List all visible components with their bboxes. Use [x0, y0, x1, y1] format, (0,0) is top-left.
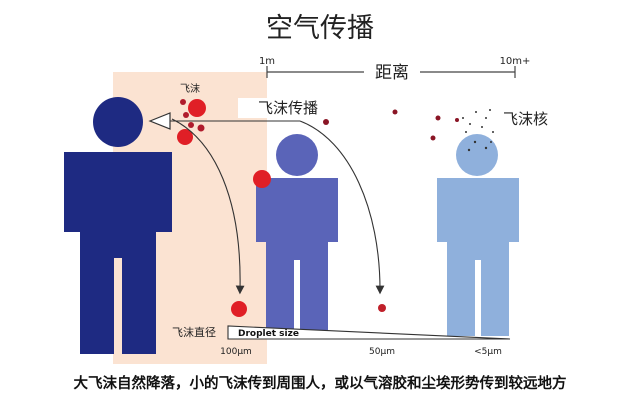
droplet-size-scale: 飞沫直径 Droplet size 100μm 50μm <5μm	[172, 325, 511, 357]
person-mid-head	[276, 134, 318, 176]
distance-scale: 1m 10m+ 距离	[259, 56, 530, 83]
nucleus-speck-12	[490, 141, 492, 143]
person-far-torso	[437, 178, 519, 242]
distance-label: 距离	[375, 63, 409, 83]
nucleus-speck-11	[467, 148, 471, 152]
nucleus-speck-1	[462, 117, 464, 119]
person-mid-left-leg	[266, 256, 294, 336]
size-label-100: 100μm	[220, 347, 252, 357]
nucleus-speck-2	[469, 123, 471, 125]
distance-start-label: 1m	[259, 56, 275, 67]
person-mid-hips	[266, 238, 328, 260]
nucleus-speck-9	[473, 140, 477, 144]
person-far-right-leg	[481, 256, 509, 336]
person-near	[64, 97, 172, 354]
nucleus-speck-8	[492, 131, 494, 133]
droplet-small-1	[180, 99, 186, 105]
droplet-size-en-label: Droplet size	[238, 329, 299, 339]
droplet-reaching-mid	[253, 170, 271, 188]
droplet-small-3	[188, 122, 194, 128]
person-mid-torso	[256, 178, 338, 242]
person-far-left-leg	[447, 256, 475, 336]
person-near-right-leg	[122, 254, 156, 354]
distance-end-label: 10m+	[500, 56, 531, 67]
droplet-large-1	[188, 99, 206, 117]
droplet-nuclei-label: 飞沫核	[503, 110, 548, 128]
nucleus-speck-6	[489, 109, 491, 111]
drift-droplet-2	[392, 109, 398, 115]
page-title: 空气传播	[266, 13, 374, 44]
person-mid-right-leg	[300, 256, 328, 336]
person-mid	[256, 134, 338, 336]
droplet-fallen-large	[231, 301, 247, 317]
droplet-diameter-label: 飞沫直径	[172, 325, 216, 339]
droplet-size-wedge	[227, 325, 511, 340]
size-label-5: <5μm	[474, 347, 502, 357]
size-label-50: 50μm	[369, 347, 395, 357]
trajectory-large-droplet	[171, 118, 245, 295]
droplet-small-2	[183, 112, 189, 118]
person-near-head	[93, 97, 143, 147]
drifting-droplets	[323, 109, 459, 141]
caption: 大飞沫自然降落，小的飞沫传到周围人，或以气溶胶和尘埃形势传到较远地方	[73, 376, 567, 392]
person-far-head	[456, 134, 498, 176]
droplet-small-4	[197, 124, 205, 132]
person-far	[437, 134, 519, 336]
person-near-torso	[64, 152, 172, 232]
nucleus-speck-5	[485, 117, 487, 119]
droplet-cluster	[177, 99, 206, 145]
trajectory-medium-droplet	[299, 120, 385, 295]
droplet-fallen-medium	[378, 304, 386, 312]
droplet-large-2	[177, 129, 193, 145]
nucleus-speck-4	[481, 126, 483, 128]
drift-droplet-4	[430, 135, 436, 141]
person-far-hips	[447, 238, 509, 260]
droplet-spread-label: 飞沫传播	[258, 99, 318, 117]
drift-droplet-3	[435, 115, 441, 121]
droplet-label: 飞沫	[180, 83, 200, 95]
droplet-nuclei-specks	[462, 109, 494, 152]
nucleus-speck-10	[484, 146, 488, 150]
drift-droplet-1	[323, 119, 329, 125]
droplet-spread-label-bg	[238, 98, 338, 118]
person-near-left-leg	[80, 254, 114, 354]
person-near-hips	[80, 228, 156, 258]
distance-label-bg	[364, 62, 420, 82]
nucleus-speck-7	[465, 131, 467, 133]
nucleus-speck-3	[475, 111, 477, 113]
drift-droplet-5	[455, 118, 459, 122]
